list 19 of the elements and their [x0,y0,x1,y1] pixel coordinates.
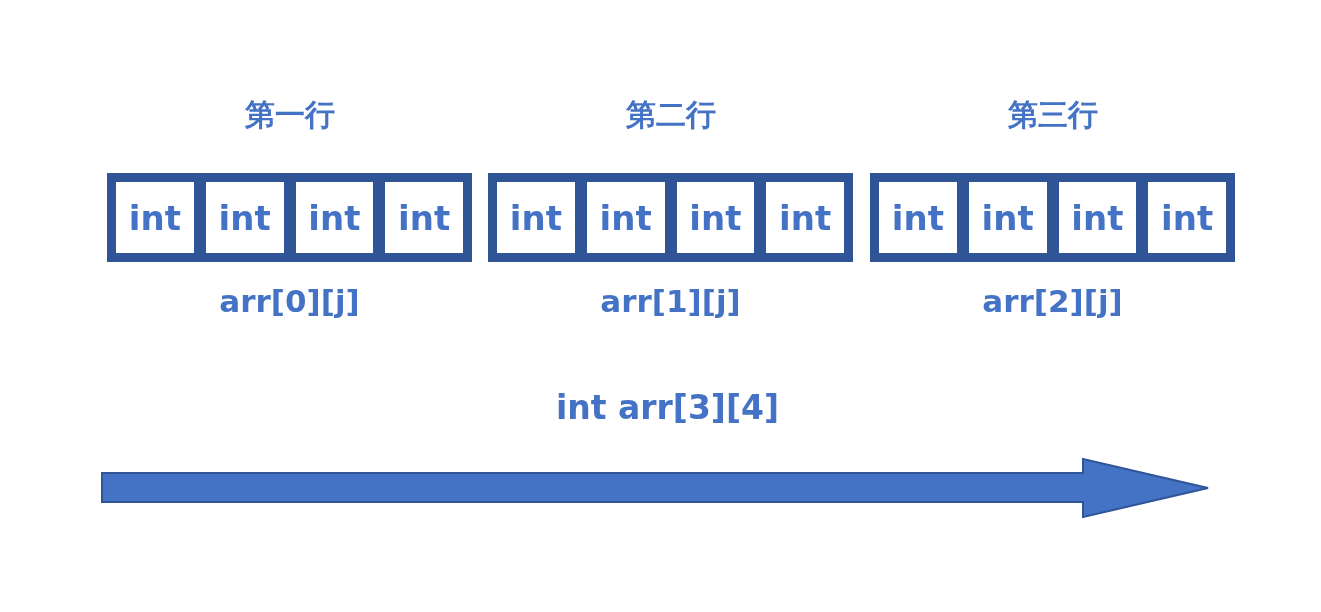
array-cell: int [1058,182,1137,253]
array-cell: int [1148,182,1226,253]
array-cell: int [497,182,575,253]
array-cell: int [676,182,755,253]
array-cell: int [295,182,374,253]
array-cell: int [205,182,284,253]
row-heading: 第二行 [625,96,716,134]
row-index-label: arr[0][j] [219,283,360,319]
array-cell: int [968,182,1047,253]
array-cell: int [586,182,665,253]
row-heading: 第三行 [1007,96,1098,134]
array-cell: int [116,182,194,253]
declaration-label: int arr[3][4] [555,388,780,427]
array-cell: int [879,182,957,253]
row-heading: 第一行 [244,96,335,134]
row-index-label: arr[2][j] [982,283,1123,319]
row-index-label: arr[1][j] [600,283,741,319]
array-cell: int [385,182,463,253]
array-cell: int [766,182,844,253]
